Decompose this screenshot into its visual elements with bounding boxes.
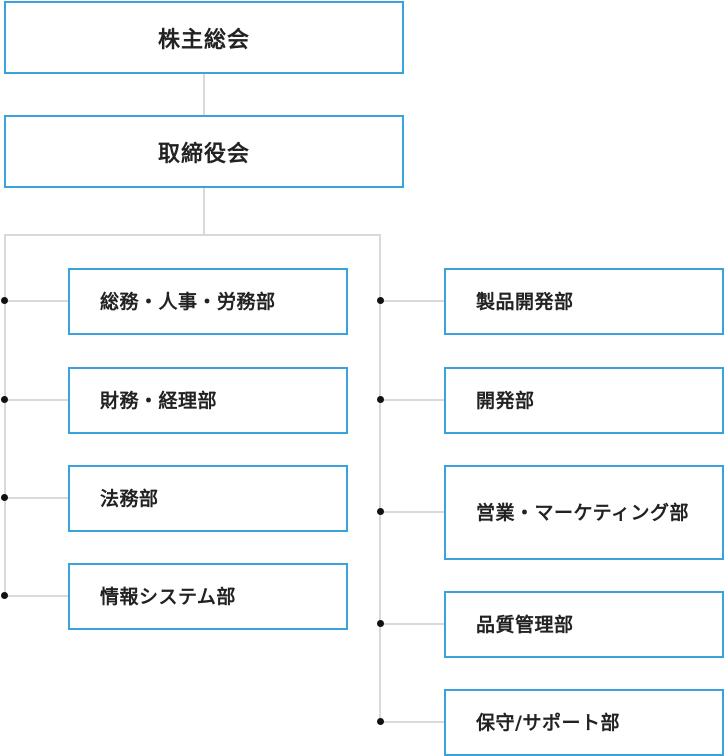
connector-board-down: [203, 187, 205, 235]
node-finance-accounting: 財務・経理部: [68, 367, 348, 434]
node-product-development: 製品開発部: [444, 268, 724, 335]
node-maintenance-support: 保守/サポート部: [444, 689, 724, 756]
branch-right-3: [380, 511, 445, 513]
branch-left-4: [5, 595, 69, 597]
branch-right-4: [380, 623, 445, 625]
dot-left-3: [1, 494, 8, 501]
node-quality-control: 品質管理部: [444, 591, 724, 658]
dot-right-4: [377, 620, 384, 627]
branch-right-2: [380, 399, 445, 401]
connector-right-vertical: [379, 234, 381, 722]
dot-right-5: [377, 718, 384, 725]
branch-left-3: [5, 497, 69, 499]
node-development: 開発部: [444, 367, 724, 434]
node-information-systems: 情報システム部: [68, 563, 348, 630]
branch-right-1: [380, 300, 445, 302]
dot-left-2: [1, 396, 8, 403]
connector-left-vertical: [4, 234, 6, 596]
node-shareholders-meeting: 株主総会: [4, 1, 404, 74]
branch-left-2: [5, 399, 69, 401]
node-sales-marketing: 営業・マーケティング部: [444, 465, 724, 560]
branch-left-1: [5, 300, 69, 302]
node-legal: 法務部: [68, 465, 348, 532]
dot-right-2: [377, 396, 384, 403]
branch-right-5: [380, 721, 445, 723]
node-board-of-directors: 取締役会: [4, 115, 404, 188]
dot-right-3: [377, 508, 384, 515]
node-general-affairs-hr-labor: 総務・人事・労務部: [68, 268, 348, 335]
connector-top: [203, 73, 205, 115]
dot-right-1: [377, 297, 384, 304]
connector-horizontal: [4, 234, 381, 236]
dot-left-1: [1, 297, 8, 304]
dot-left-4: [1, 592, 8, 599]
